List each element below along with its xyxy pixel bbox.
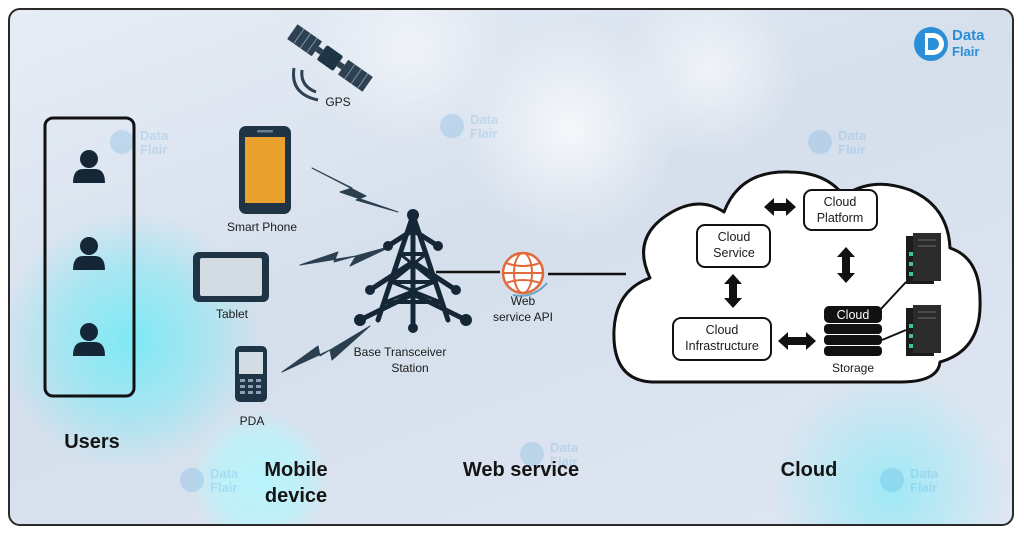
watermark-logo: Data Flair: [440, 112, 499, 141]
svg-text:Flair: Flair: [550, 454, 577, 469]
dataflair-logo: Data Flair: [914, 27, 985, 61]
tower-label-line2: Station: [391, 361, 428, 375]
tower-label-line1: Base Transceiver: [354, 345, 447, 359]
double-arrow-icon: [778, 332, 816, 350]
svg-text:Flair: Flair: [210, 480, 237, 495]
globe-icon: [501, 251, 548, 297]
cloud-service-label-line2: Service: [713, 246, 755, 260]
watermark-logo: Data Flair: [880, 466, 939, 495]
section-mobile-title-line1: Mobile: [264, 459, 327, 481]
tablet-label: Tablet: [216, 307, 249, 321]
phone-screen: [245, 137, 285, 203]
cloud-infrastructure-box: [672, 317, 772, 361]
server-link: [881, 329, 907, 341]
pda-label: PDA: [240, 414, 265, 428]
wireless-signal-icon: [281, 325, 371, 373]
watermark-logo: Data Flair: [180, 466, 239, 495]
cloud-service-label-line1: Cloud: [718, 230, 751, 244]
storage-disk-label: Cloud: [837, 308, 870, 322]
section-cloud-title: Cloud: [781, 459, 838, 481]
tower-antenna-tips: [354, 209, 472, 333]
watermark-group: Data Flair Data Flair Data Flair Data Fl…: [110, 112, 939, 495]
web-api-label-line2: service API: [493, 310, 553, 324]
svg-text:Flair: Flair: [838, 142, 865, 157]
signal-wave-icon: [292, 67, 319, 102]
user-icon: [73, 150, 105, 183]
section-users-title: Users: [64, 431, 120, 453]
user-icon: [73, 237, 105, 270]
wireless-signal-icon: [299, 245, 393, 267]
cloud-service-box: [696, 224, 771, 268]
watermark-logo: Data Flair: [110, 128, 169, 157]
smartphone-icon: [239, 126, 291, 214]
signal-wave-icon: [300, 69, 317, 94]
cloud-infrastructure-label-line1: Cloud: [706, 323, 739, 337]
logo-text-data: Data: [952, 27, 985, 44]
gps-label: GPS: [325, 95, 350, 109]
server-icon: [906, 233, 941, 284]
wireless-signal-icon: [311, 167, 399, 213]
double-arrow-icon: [764, 198, 796, 216]
storage-label: Storage: [832, 361, 874, 375]
server-link: [879, 281, 907, 311]
users-panel: [43, 116, 136, 398]
watermark-logo: Data Flair: [808, 128, 867, 157]
svg-text:Flair: Flair: [140, 142, 167, 157]
watermark-logo: Data Flair: [520, 440, 579, 469]
pda-icon: [235, 346, 267, 402]
svg-text:Data: Data: [838, 128, 867, 143]
svg-text:Data: Data: [140, 128, 169, 143]
satellite-icon: [287, 24, 373, 92]
cloud-platform-label-line2: Platform: [817, 211, 864, 225]
svg-text:Flair: Flair: [910, 480, 937, 495]
cloud-platform-box: [803, 189, 878, 231]
smartphone-label: Smart Phone: [227, 220, 297, 234]
svg-text:Data: Data: [470, 112, 499, 127]
storage-disks-icon: [824, 306, 882, 356]
web-api-label-line1: Web: [511, 294, 536, 308]
tablet-icon: [193, 252, 269, 302]
double-arrow-icon: [837, 247, 855, 283]
logo-text-flair: Flair: [952, 44, 979, 59]
svg-text:Data: Data: [910, 466, 939, 481]
user-icon: [73, 323, 105, 356]
tower-icon: [357, 212, 469, 331]
cloud-platform-label-line1: Cloud: [824, 195, 857, 209]
double-arrow-icon: [724, 274, 742, 308]
svg-text:Flair: Flair: [470, 126, 497, 141]
section-mobile-title-line2: device: [265, 485, 327, 507]
cloud-infrastructure-label-line2: Infrastructure: [685, 339, 759, 353]
section-web-title: Web service: [463, 459, 579, 481]
users-panel-border: [43, 116, 136, 398]
svg-text:Data: Data: [210, 466, 239, 481]
server-icon: [906, 305, 941, 356]
svg-text:Data: Data: [550, 440, 579, 455]
